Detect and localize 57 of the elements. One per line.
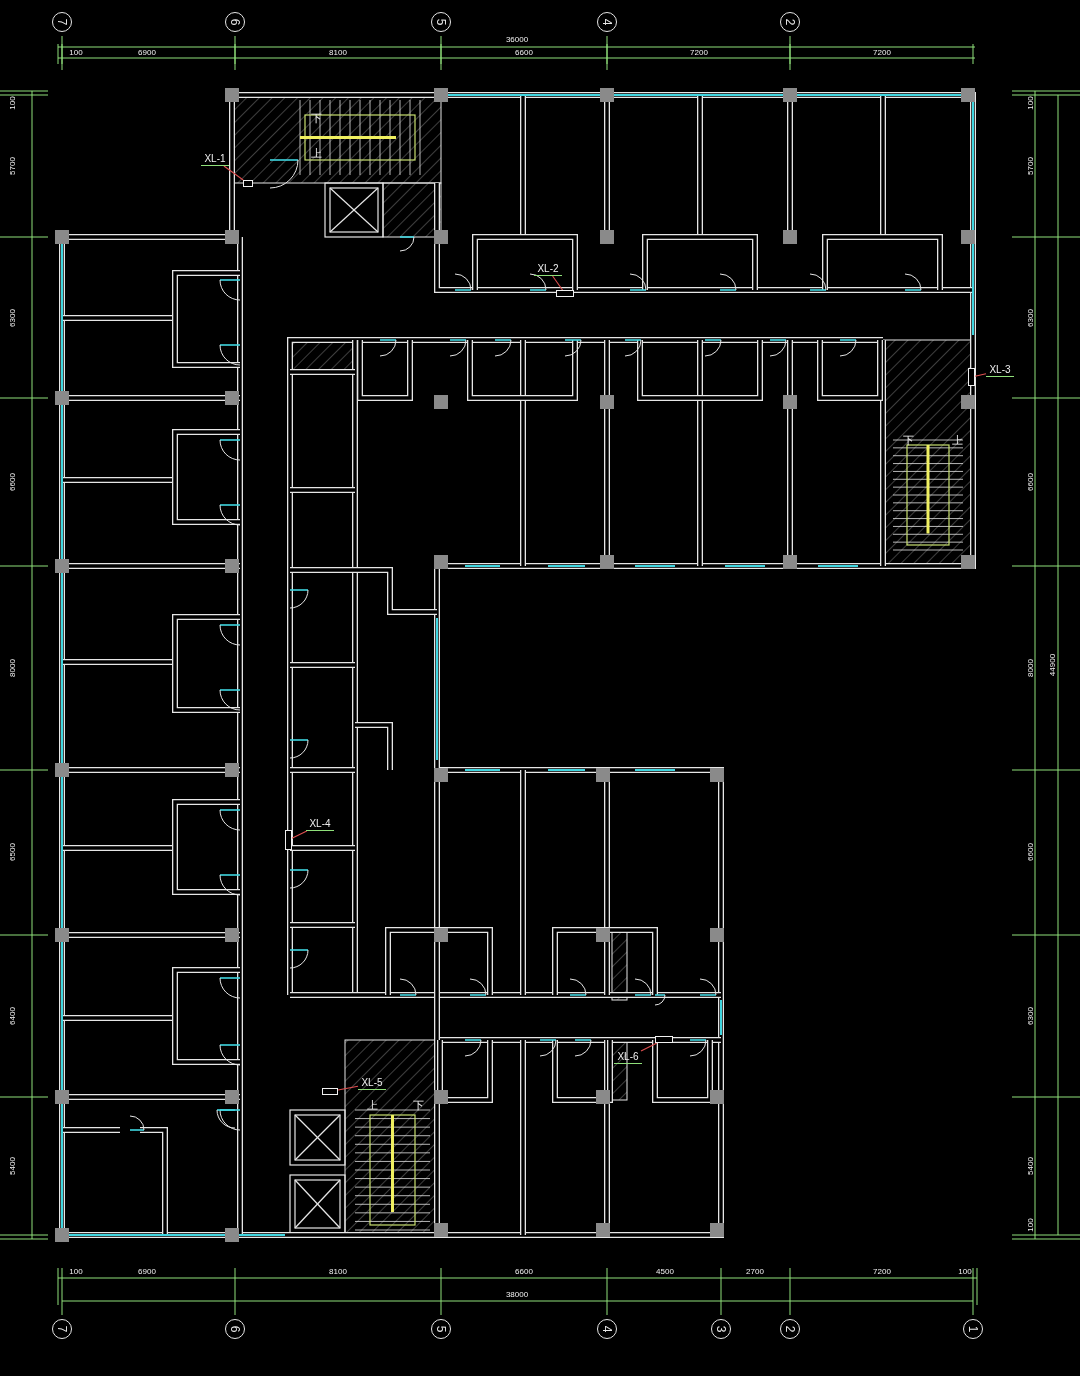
dimension-text: 8100 [329, 1266, 347, 1276]
panel-box [968, 368, 975, 386]
dimension-text: 6500 [7, 843, 17, 861]
panel-box [556, 290, 574, 297]
dimension-text: 7200 [873, 1266, 891, 1276]
panel-box [655, 1036, 673, 1043]
dimension-text: 8000 [7, 659, 17, 677]
stair-label: 下 [412, 1097, 424, 1113]
stair-label: 上 [951, 432, 963, 448]
dimension-text: 100 [69, 1266, 83, 1276]
dimension-text: 6400 [7, 1007, 17, 1025]
leader-line [337, 1085, 359, 1091]
dimension-text: 6300 [7, 309, 17, 327]
tag-label: XL-1 [201, 153, 229, 166]
dimension-text: 5400 [7, 1157, 17, 1175]
dimension-text: 6900 [138, 47, 156, 57]
dimension-text: 5400 [1025, 1157, 1035, 1175]
dimension-text: 100 [958, 1266, 972, 1276]
tag-label: XL-6 [614, 1051, 642, 1064]
leader-line [974, 373, 987, 377]
dimension-text: 6300 [1025, 1007, 1035, 1025]
tag-label: XL-5 [358, 1077, 386, 1090]
stair-label: 上 [366, 1097, 378, 1113]
dimension-text: 6600 [1025, 843, 1035, 861]
dimension-text: 2700 [746, 1266, 764, 1276]
dimension-text: 7200 [873, 47, 891, 57]
dimension-text: 6300 [1025, 309, 1035, 327]
dimension-text: 100 [1025, 96, 1035, 110]
dimension-text: 8100 [329, 47, 347, 57]
dimension-text: 8000 [1025, 659, 1035, 677]
dimension-text: 6600 [1025, 473, 1035, 491]
panel-box [243, 180, 253, 187]
dimension-text: 44900 [1047, 653, 1057, 677]
dimension-text: 5700 [1025, 157, 1035, 175]
stair-label: 下 [902, 432, 914, 448]
leader-line [223, 165, 244, 181]
dimension-text: 100 [7, 96, 17, 110]
dimension-text: 7200 [690, 47, 708, 57]
dimension-text: 38000 [505, 1289, 529, 1299]
dimension-text: 4500 [656, 1266, 674, 1276]
dimension-text: 36000 [505, 34, 529, 44]
dimension-text: 6600 [515, 47, 533, 57]
stair-label: 上 [310, 145, 322, 161]
dimension-text: 100 [1025, 1218, 1035, 1232]
leader-line [552, 275, 564, 291]
dimension-text: 5700 [7, 157, 17, 175]
stair-label: 下 [310, 110, 322, 126]
dimension-text: 6600 [515, 1266, 533, 1276]
dimension-text: 100 [69, 47, 83, 57]
panel-box [322, 1088, 338, 1095]
leader-line [291, 830, 308, 839]
dimension-text: 6900 [138, 1266, 156, 1276]
tag-label: XL-2 [534, 263, 562, 276]
dimension-text: 6600 [7, 473, 17, 491]
tag-label: XL-3 [986, 364, 1014, 377]
tag-label: XL-4 [306, 818, 334, 831]
panel-box [285, 830, 292, 850]
